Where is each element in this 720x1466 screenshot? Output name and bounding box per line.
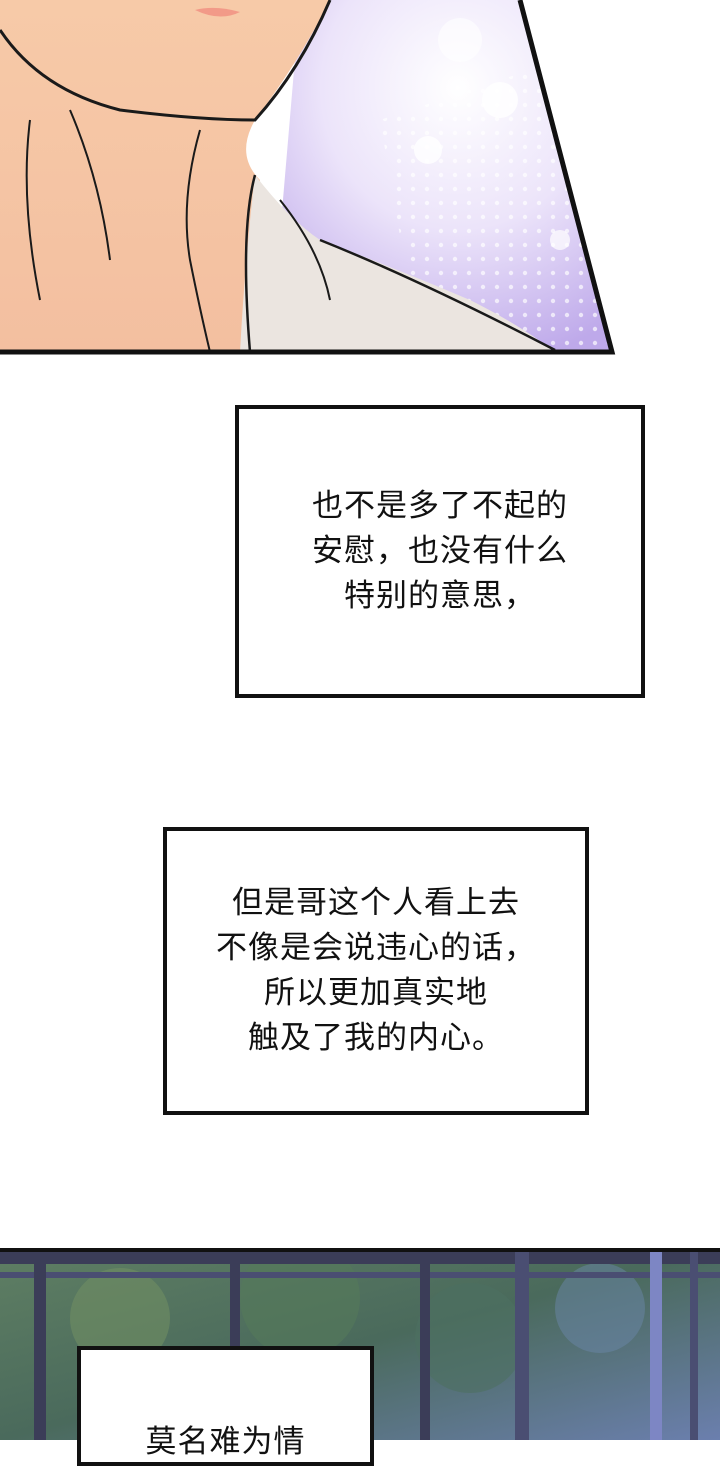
caption-box-1: 也不是多了不起的 安慰，也没有什么 特别的意思， bbox=[235, 405, 645, 698]
caption-text-1: 也不是多了不起的 安慰，也没有什么 特别的意思， bbox=[312, 488, 568, 614]
caption-text-2: 但是哥这个人看上去 不像是会说违心的话， 所以更加真实地 触及了我的内心。 bbox=[216, 885, 536, 1056]
caption-box-3: 莫名难为情 bbox=[77, 1346, 374, 1466]
caption-box-2: 但是哥这个人看上去 不像是会说违心的话， 所以更加真实地 触及了我的内心。 bbox=[163, 827, 589, 1115]
character-illustration bbox=[0, 0, 616, 355]
caption-text-3: 莫名难为情 bbox=[145, 1424, 306, 1460]
comic-panel-top bbox=[0, 0, 720, 360]
